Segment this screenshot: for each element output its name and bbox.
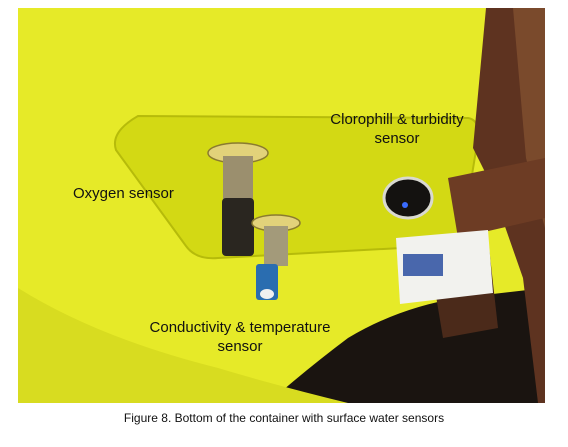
sensor-photo: Oxygen sensor Clorophill & turbidity sen… — [18, 8, 545, 403]
conductivity-body — [264, 226, 288, 266]
oxygen-body — [223, 156, 253, 201]
conductivity-sensor-label: Conductivity & temperature sensor — [130, 318, 350, 356]
chlorophyll-sensor — [382, 176, 434, 220]
chlorophyll-label-line1: Clorophill & turbidity — [330, 111, 464, 128]
conductivity-label-line1: Conductivity & temperature — [149, 319, 331, 336]
wood-crossbeam — [448, 158, 545, 238]
white-box — [396, 230, 493, 304]
photo-scene — [18, 8, 545, 403]
figure-caption: Figure 8. Bottom of the container with s… — [123, 411, 445, 425]
conductivity-tip — [260, 289, 274, 299]
oxygen-sensor-label: Oxygen sensor — [73, 185, 174, 202]
hull-lower-shade — [18, 288, 348, 403]
conductivity-label-line2: sensor — [217, 338, 263, 355]
box-print — [403, 254, 443, 276]
chlorophyll-label-line2: sensor — [374, 130, 420, 147]
chlorophyll-led — [402, 202, 408, 208]
oxygen-probe — [222, 198, 254, 256]
chlorophyll-sensor-label: Clorophill & turbidity sensor — [302, 110, 492, 148]
